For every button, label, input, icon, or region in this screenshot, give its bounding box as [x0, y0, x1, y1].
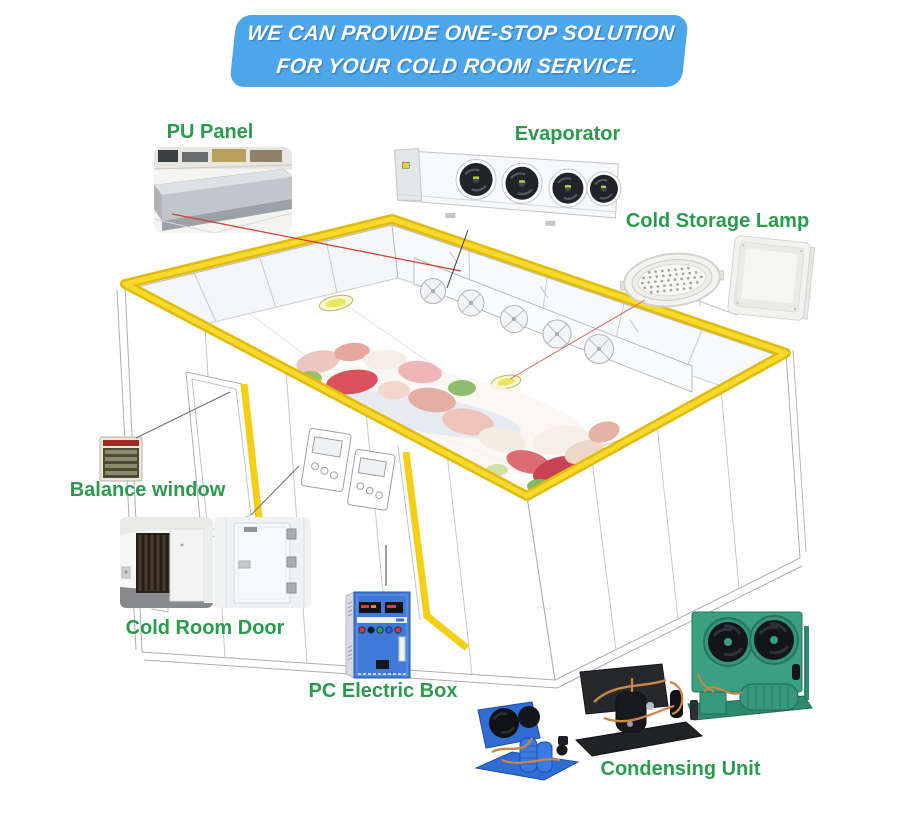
banner-line1: WE CAN PROVIDE ONE-STOP SOLUTION: [246, 22, 676, 46]
oval-lamp-photo: [620, 249, 724, 311]
banner-line2: FOR YOUR COLD ROOM SERVICE.: [275, 55, 640, 78]
label-cold-storage-lamp: Cold Storage Lamp: [625, 210, 810, 232]
label-condensing-unit: Condensing Unit: [600, 758, 761, 780]
evaporator-photo: [388, 136, 622, 232]
label-evaporator: Evaporator: [514, 123, 621, 145]
condensing-unit-green-photo: [684, 608, 816, 730]
condensing-unit-blue-photo: [474, 694, 580, 786]
wall-controller: [347, 448, 396, 511]
cold-room-door-photo-b: [214, 517, 311, 608]
banner: WE CAN PROVIDE ONE-STOP SOLUTION FOR YOU…: [229, 15, 689, 87]
wall-controller: [300, 427, 352, 492]
label-pc-electric-box: PC Electric Box: [308, 680, 458, 702]
pu-panel-photo: [154, 147, 292, 233]
meat-products: [296, 342, 620, 493]
cold-room-door-photo-a: [120, 517, 213, 608]
balance-window-photo: [99, 436, 143, 482]
square-lamp-photo: [723, 235, 815, 325]
condensing-unit-black-photo: [574, 662, 704, 762]
interior-lamp: [318, 294, 354, 312]
label-pu-panel: PU Panel: [166, 121, 254, 143]
pc-electric-box-photo: [344, 586, 414, 684]
label-cold-room-door: Cold Room Door: [125, 617, 285, 639]
label-balance-window: Balance window: [69, 479, 226, 501]
